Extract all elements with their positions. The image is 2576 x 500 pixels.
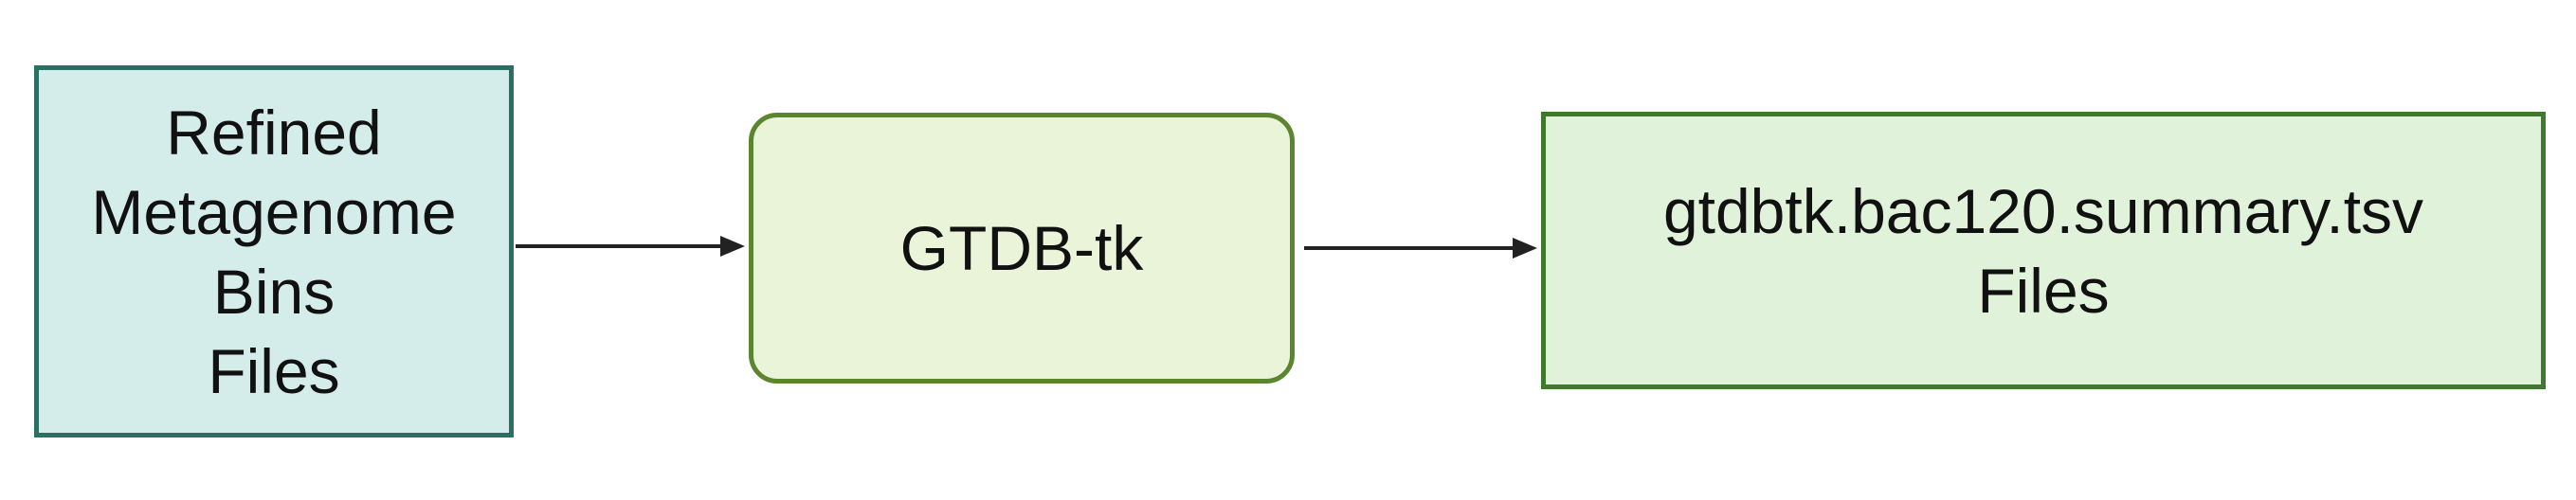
node-label-line: Metagenome bbox=[91, 176, 457, 247]
node-gtdbtk-summary-files: gtdbtk.bac120.summary.tsv Files bbox=[1541, 112, 2546, 389]
node-label-line: Refined bbox=[166, 97, 382, 168]
node-refined-metagenome-bins-files: Refined Metagenome Bins Files bbox=[34, 65, 514, 438]
node-label-line: GTDB-tk bbox=[899, 213, 1144, 283]
node-label-line: Files bbox=[1977, 255, 2110, 326]
arrowhead-icon bbox=[720, 236, 745, 257]
node-label-line: Bins bbox=[212, 256, 336, 327]
edge-process-to-output bbox=[1304, 238, 1537, 259]
node-label-line: Files bbox=[208, 335, 340, 406]
node-label-line: gtdbtk.bac120.summary.tsv bbox=[1662, 175, 2424, 246]
edge-input-to-process bbox=[516, 236, 745, 257]
node-gtdb-tk: GTDB-tk bbox=[749, 113, 1295, 384]
arrowhead-icon bbox=[1513, 238, 1537, 259]
